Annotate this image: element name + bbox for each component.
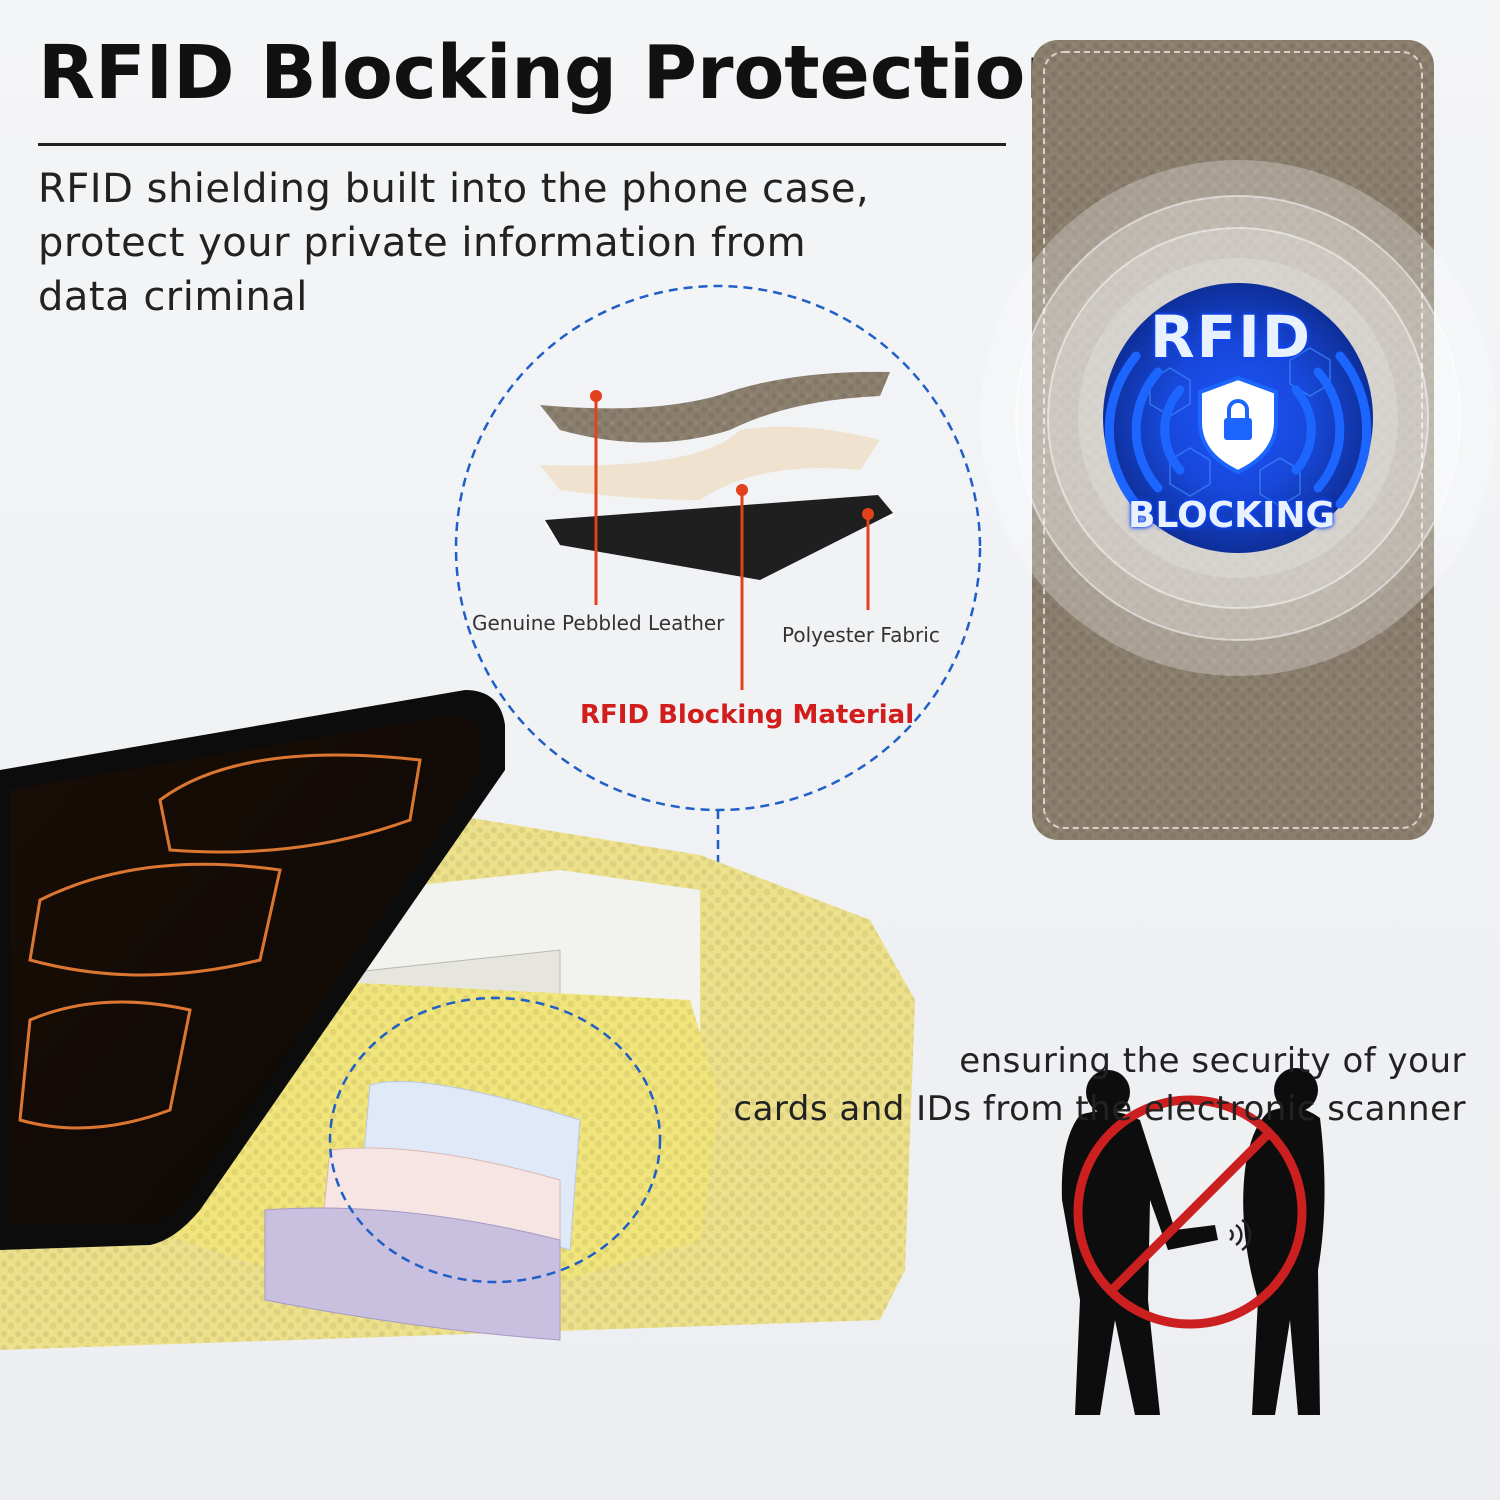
rfid-material-label: RFID Blocking Material <box>580 700 915 730</box>
subtitle-line-2: protect your private information from <box>38 220 807 266</box>
footer-line-2: cards and IDs from the electronic scanne… <box>733 1089 1466 1129</box>
pocket-callout-circle <box>328 996 662 1284</box>
rfid-material-marker <box>736 484 748 496</box>
subtitle: RFID shielding built into the phone case… <box>38 162 998 324</box>
badge-rfid-text: RFID <box>1150 303 1313 371</box>
shield-lock-icon <box>1198 375 1278 475</box>
badge-blocking-text: BLOCKING <box>1128 495 1336 536</box>
material-layers <box>540 371 895 580</box>
subtitle-line-1: RFID shielding built into the phone case… <box>38 166 870 212</box>
wireless-signal-icon <box>1229 1218 1252 1252</box>
no-scan-icon <box>1073 1095 1307 1329</box>
layer-pointers <box>594 396 870 690</box>
footer-line-1: ensuring the security of your <box>959 1041 1466 1081</box>
victim-silhouette <box>1243 1068 1325 1415</box>
rfid-blocking-badge <box>980 160 1496 676</box>
stored-cards <box>264 1081 581 1341</box>
subtitle-line-3: data criminal <box>38 274 308 320</box>
title-divider <box>38 143 1006 146</box>
fabric-marker <box>862 508 874 520</box>
phone <box>0 690 505 1250</box>
leather-marker <box>590 390 602 402</box>
footer-caption: ensuring the security of your cards and … <box>733 1037 1466 1133</box>
fabric-layer-label: Polyester Fabric <box>782 623 940 647</box>
leather-layer-label: Genuine Pebbled Leather <box>472 611 725 635</box>
page-title: RFID Blocking Protection <box>38 30 1078 116</box>
